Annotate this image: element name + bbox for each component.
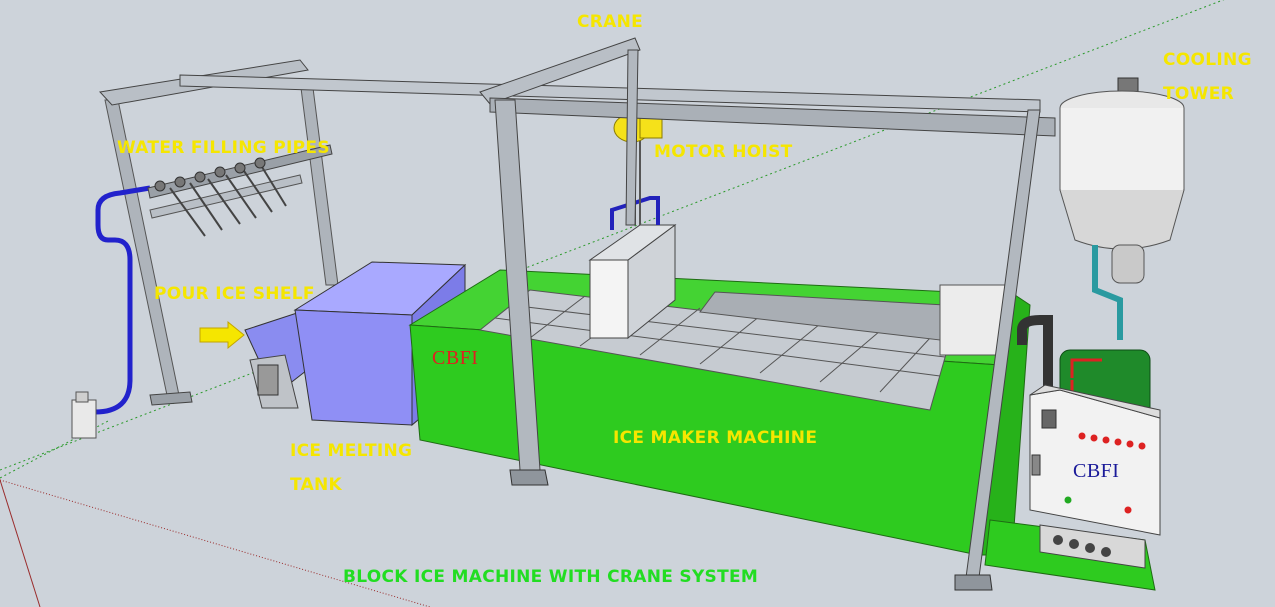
water-filling-pipes: [147, 144, 333, 237]
water-supply-pipe: [94, 185, 151, 415]
cooling-tower-label-line2: TOWER: [1163, 84, 1235, 104]
ice-melting-tank-label-line2: TANK: [290, 475, 343, 495]
panel-logo: CBFI: [1073, 460, 1120, 482]
control-box: [1029, 384, 1161, 569]
water-filling-pipes-label: WATER FILLING PIPES: [117, 138, 330, 158]
motor-hoist-label: MOTOR HOIST: [654, 142, 793, 162]
diagram-caption: BLOCK ICE MACHINE WITH CRANE SYSTEM: [343, 567, 759, 587]
machine-logo: CBFI: [432, 347, 479, 369]
pour-shelf-arrow: [199, 320, 245, 350]
ice-maker-machine-label: ICE MAKER MACHINE: [613, 428, 818, 448]
ice-maker-machine-body: [408, 269, 1031, 556]
lifted-ice-cans: [588, 196, 677, 340]
ice-melting-tank-label-line1: ICE MELTING: [290, 441, 413, 461]
cooling-tower: [1059, 77, 1185, 340]
pour-ice-shelf-label: POUR ICE SHELF: [154, 284, 315, 304]
crane-label: CRANE: [577, 12, 644, 32]
water-valve: [71, 391, 97, 439]
crane-frame: [98, 37, 1056, 591]
cooling-tower-label-line1: COOLING: [1163, 50, 1252, 70]
